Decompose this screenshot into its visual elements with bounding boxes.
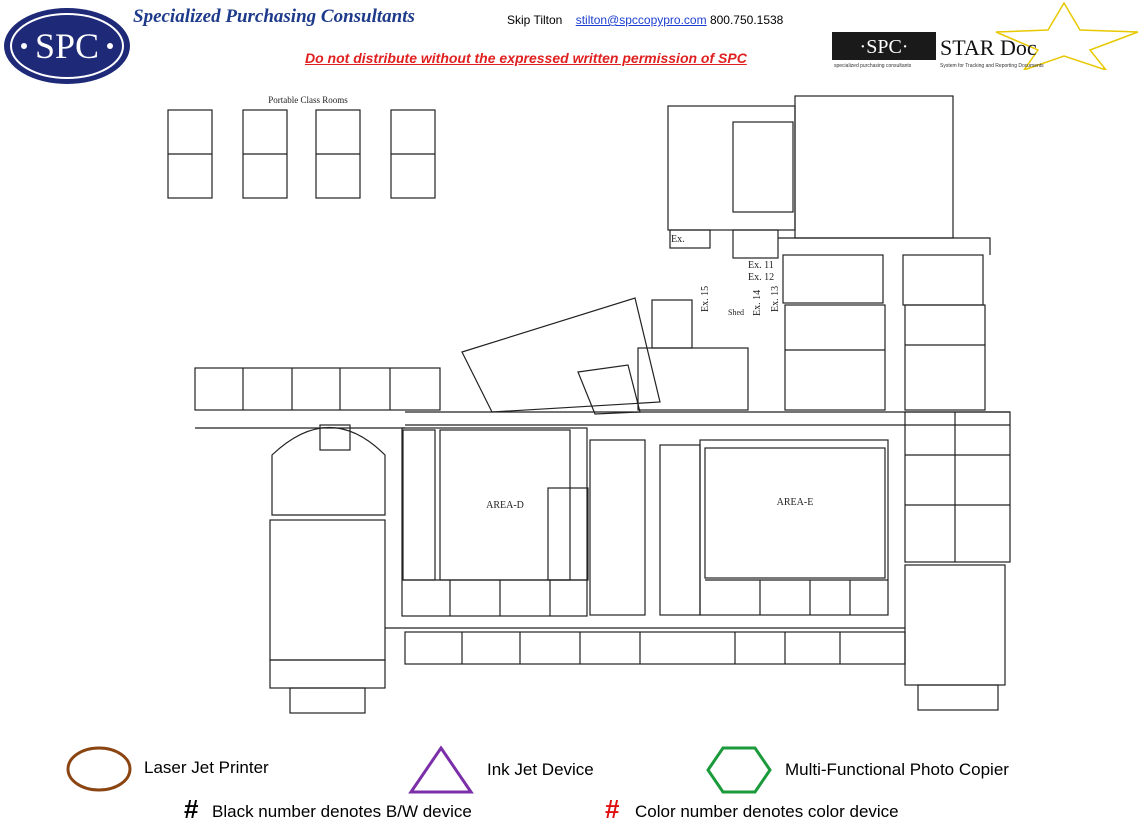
shed-label: Shed [728, 308, 744, 317]
inkjet-label: Ink Jet Device [487, 760, 594, 779]
exit-label-13: Ex. 13 [770, 286, 781, 312]
logo-text: SPC [35, 26, 99, 66]
black-number-label: Black number denotes B/W device [212, 802, 472, 821]
center-rooms [547, 439, 701, 616]
floor-plan: Portable Class Rooms [167, 95, 1011, 714]
contact-phone: 800.750.1538 [709, 13, 784, 27]
exit-labels: Ex. Ex. 11 Ex. 12 Ex. 13 Ex. 14 Ex. 15 S… [671, 234, 781, 317]
exit-label-11: Ex. 11 [748, 260, 774, 271]
area-d-block: AREA-D [401, 427, 588, 617]
spc-logo: SPC [4, 8, 130, 84]
laser-printer-label: Laser Jet Printer [144, 758, 269, 777]
portable-classrooms [167, 109, 436, 199]
stardoc-logo: ·SPC· STAR Doc specialized purchasing co… [832, 2, 1139, 70]
exit-label-14: Ex. 14 [752, 290, 763, 316]
area-e-block: AREA-E [699, 439, 889, 616]
west-rooms [194, 367, 1010, 429]
exit-label: Ex. [671, 234, 685, 245]
distribution-warning: Do not distribute without the expressed … [305, 50, 747, 66]
mfp-symbol [706, 746, 772, 794]
west-gym [269, 424, 386, 714]
inkjet-symbol [408, 745, 474, 794]
south-classrooms [385, 627, 906, 665]
area-e-label: AREA-E [777, 497, 814, 508]
stardoc-sub-left: specialized purchasing consultants [834, 63, 912, 69]
stardoc-right-text: STAR Doc [940, 35, 1037, 60]
north-wing [667, 95, 991, 411]
contact-info: Skip Tilton stilton@spccopypro.com 800.7… [507, 13, 793, 27]
color-hash-symbol: # [605, 794, 620, 824]
black-hash-symbol: # [184, 794, 199, 824]
east-wing [904, 411, 1011, 711]
company-name: Specialized Purchasing Consultants [133, 6, 415, 27]
area-d-label: AREA-D [486, 500, 524, 511]
portable-title: Portable Class Rooms [268, 95, 348, 105]
stardoc-sub-right: System for Tracking and Reporting Docume… [940, 63, 1044, 69]
color-number-label: Color number denotes color device [635, 802, 899, 821]
mfp-label: Multi-Functional Photo Copier [785, 760, 1009, 779]
laser-printer-symbol [66, 746, 132, 792]
exit-label-12: Ex. 12 [748, 272, 774, 283]
exit-label-15: Ex. 15 [700, 286, 711, 312]
contact-name: Skip Tilton [507, 13, 563, 27]
contact-email-link[interactable]: stilton@spccopypro.com [575, 13, 707, 27]
stardoc-left-text: ·SPC· [860, 36, 909, 58]
cafeteria [461, 297, 749, 415]
